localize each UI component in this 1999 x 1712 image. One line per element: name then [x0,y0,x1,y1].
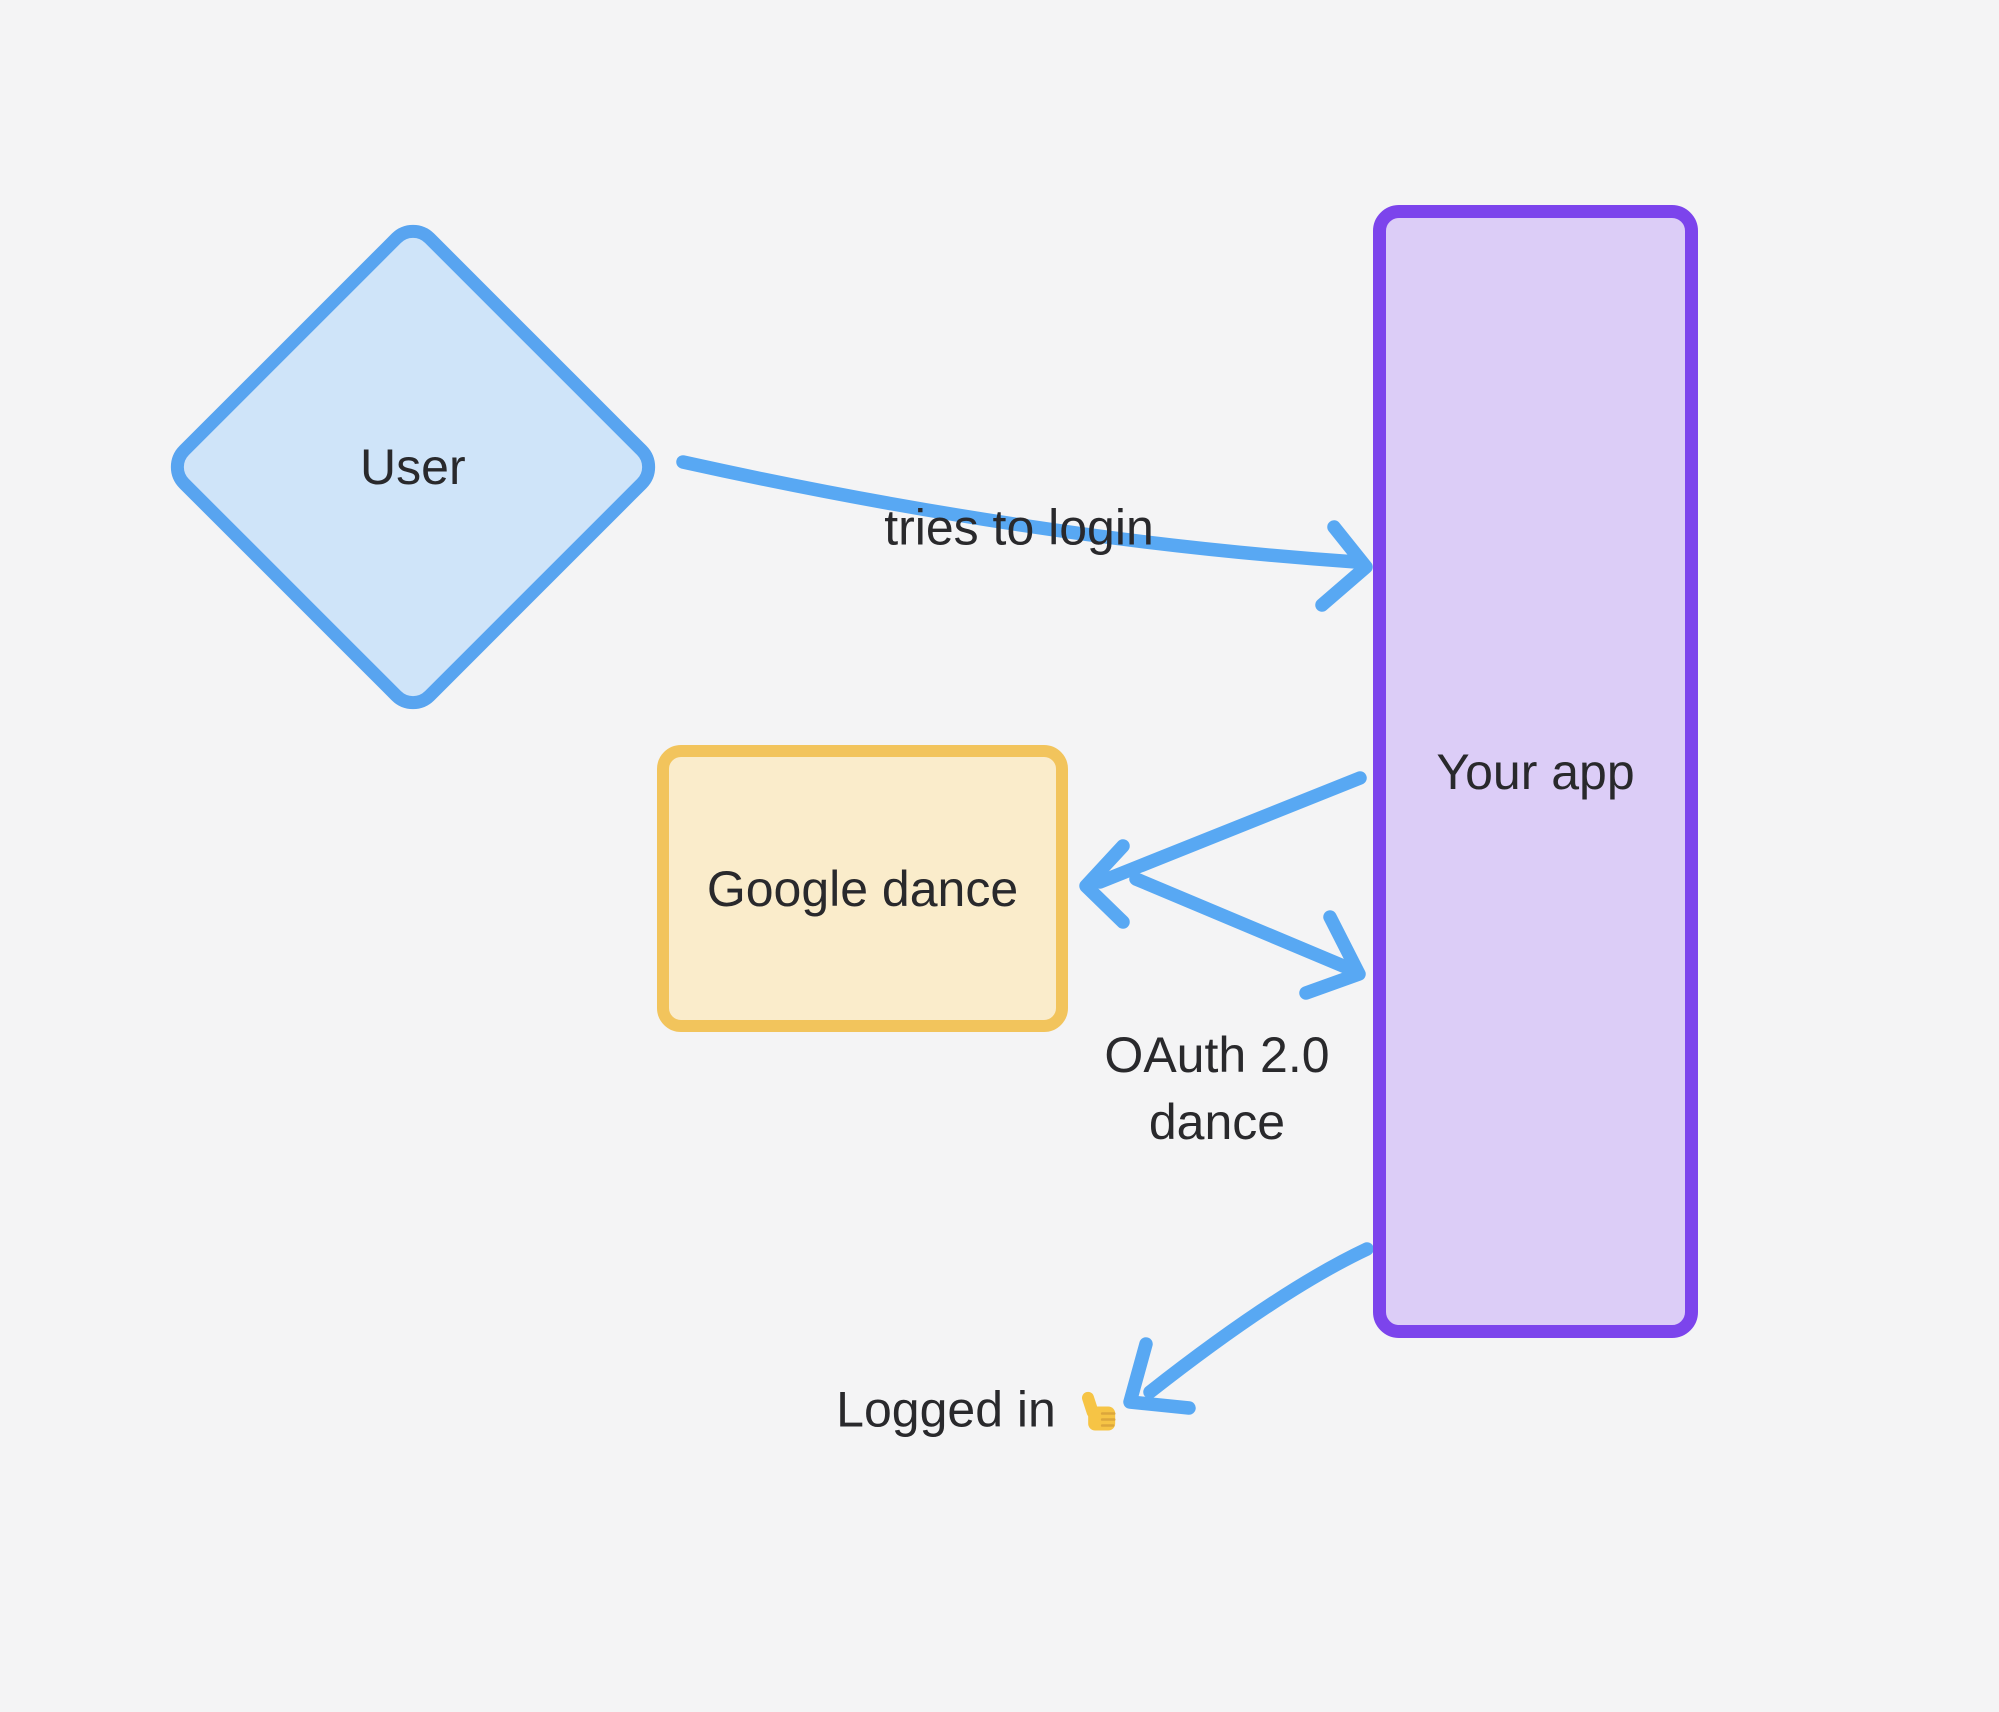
arrowhead-right-icon [1299,910,1366,1000]
your-app-node[interactable]: Your app [1373,205,1698,1338]
arrowhead-left-icon [1079,839,1130,929]
google-dance-node-label: Google dance [706,860,1019,917]
arrow-app-to-logged-in[interactable] [1123,1242,1374,1415]
logged-in-label-group: Logged in [836,1377,1120,1444]
your-app-node-label: Your app [1436,743,1635,800]
arrow-tries-to-login[interactable] [676,455,1373,612]
arrowhead-right-icon [1315,520,1373,612]
logged-in-label: Logged in [836,1381,1056,1438]
google-dance-node[interactable]: Google dance [657,745,1068,1032]
arrow-app-to-google[interactable] [1079,771,1367,929]
oauth-dance-label: OAuth 2.0 dance [1104,1027,1330,1150]
arrow-google-to-app[interactable] [1129,872,1366,1000]
arrowhead-down-left-icon [1123,1337,1196,1415]
user-node-label: User [360,438,466,495]
thumbs-up-icon [1081,1391,1116,1430]
tries-to-login-label: tries to login [884,499,1154,556]
